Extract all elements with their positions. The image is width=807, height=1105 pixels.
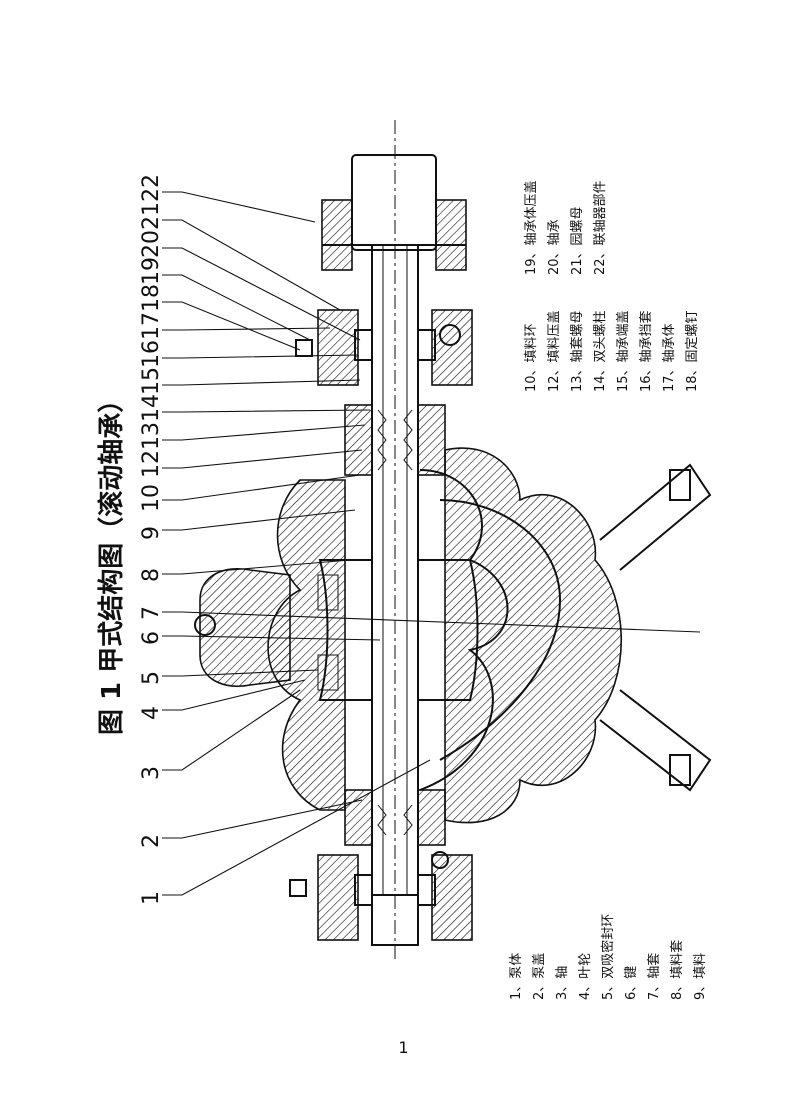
callout-9: 9 — [139, 526, 164, 540]
callout-21: 21 — [139, 202, 164, 230]
callout-3: 3 — [139, 766, 164, 780]
legend-item-19: 19、轴承体压盖 — [524, 180, 539, 275]
callout-7: 7 — [139, 606, 164, 620]
legend-item-21: 21、园螺母 — [570, 206, 585, 275]
legend-item-9: 9、填料 — [693, 953, 708, 1000]
callout-6: 6 — [139, 631, 164, 645]
callout-5: 5 — [139, 671, 164, 685]
callout-10: 10 — [139, 484, 164, 512]
callout-1: 1 — [139, 891, 164, 905]
callout-2: 2 — [139, 834, 164, 848]
callout-17: 17 — [139, 312, 164, 340]
callout-4: 4 — [139, 706, 164, 720]
legend-item-10: 10、填料环 — [524, 323, 539, 392]
legend-item-18: 18、固定螺钉 — [685, 310, 700, 392]
legend-item-4: 4、叶轮 — [578, 953, 593, 1000]
legend-item-5: 5、双吸密封环 — [600, 914, 616, 1000]
callout-16: 16 — [139, 340, 164, 368]
legend-item-2: 2、泵盖 — [532, 953, 547, 1000]
callout-numbers: 1 2 3 4 5 6 7 8 9 10 12 13 14 15 16 17 1… — [139, 174, 164, 905]
legend-item-3: 3、轴 — [555, 966, 570, 1000]
legend-item-17: 17、轴承体 — [662, 323, 677, 392]
callout-18: 18 — [139, 284, 164, 312]
callout-22: 22 — [139, 174, 164, 202]
callout-12: 12 — [139, 450, 164, 478]
parts-legend-col3: 19、轴承体压盖 20、轴承 21、园螺母 22、联轴器部件 — [524, 180, 608, 275]
legend-item-1: 1、泵体 — [509, 953, 524, 1000]
legend-item-15: 15、轴承端盖 — [616, 310, 631, 392]
legend-item-8: 8、填料套 — [669, 940, 685, 1000]
page-number: 1 — [398, 1038, 409, 1057]
parts-legend-col2: 10、填料环 12、填料压盖 13、轴套螺母 14、双头螺柱 15、轴承端盖 1… — [524, 310, 700, 392]
callout-14: 14 — [139, 394, 164, 422]
callout-8: 8 — [139, 568, 164, 582]
callout-19: 19 — [139, 257, 164, 285]
callout-20: 20 — [139, 230, 164, 258]
parts-legend-col1: 1、泵体 2、泵盖 3、轴 4、叶轮 5、双吸密封环 6、键 7、轴套 8、填料… — [509, 914, 708, 1000]
callout-15: 15 — [139, 367, 164, 395]
leader-lines — [162, 191, 701, 896]
legend-item-13: 13、轴套螺母 — [569, 310, 585, 392]
legend-item-6: 6、键 — [624, 966, 639, 1000]
legend-item-16: 16、轴承挡套 — [638, 310, 654, 392]
legend-item-7: 7、轴套 — [646, 953, 662, 1000]
legend-item-22: 22、联轴器部件 — [593, 180, 608, 275]
legend-item-20: 20、轴承 — [547, 219, 562, 275]
legend-item-14: 14、双头螺柱 — [593, 310, 608, 392]
pump-cross-section — [194, 120, 712, 960]
legend-item-12: 12、填料压盖 — [547, 310, 562, 392]
callout-13: 13 — [139, 422, 164, 450]
figure-title: 图 1 甲式结构图（滚动轴承） — [96, 387, 127, 735]
